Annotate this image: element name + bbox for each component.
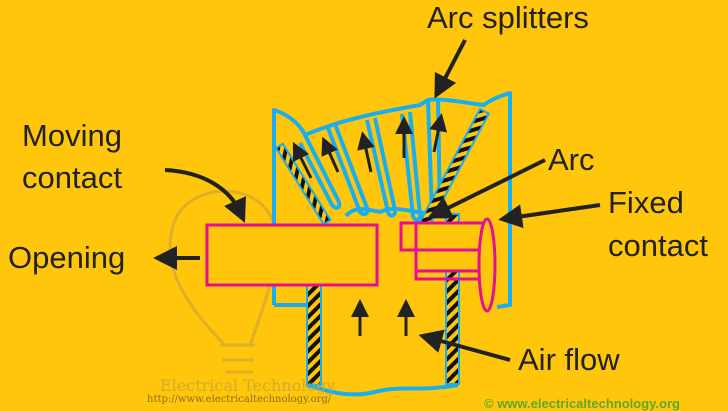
watermark-copyright: © www.electricaltechnology.org — [484, 396, 680, 411]
label-opening: Opening — [8, 240, 126, 275]
label-fixed-contact-2: contact — [608, 228, 708, 263]
label-moving-contact-2: contact — [22, 160, 122, 195]
moving-contact — [205, 223, 379, 287]
gas-flow-arrows — [292, 113, 448, 336]
watermark-brand: Electrical Technology — [160, 376, 336, 395]
label-arc: Arc — [548, 142, 595, 177]
watermark-url: http://www.electricaltechnology.org/ — [147, 394, 332, 405]
fixed-contact — [399, 217, 497, 313]
label-moving-contact-1: Moving — [22, 118, 122, 153]
label-fixed-contact-1: Fixed — [608, 185, 684, 220]
label-arc-splitters: Arc splitters — [427, 0, 589, 35]
leader-arrows — [153, 39, 601, 362]
label-air-flow: Air flow — [518, 342, 620, 377]
